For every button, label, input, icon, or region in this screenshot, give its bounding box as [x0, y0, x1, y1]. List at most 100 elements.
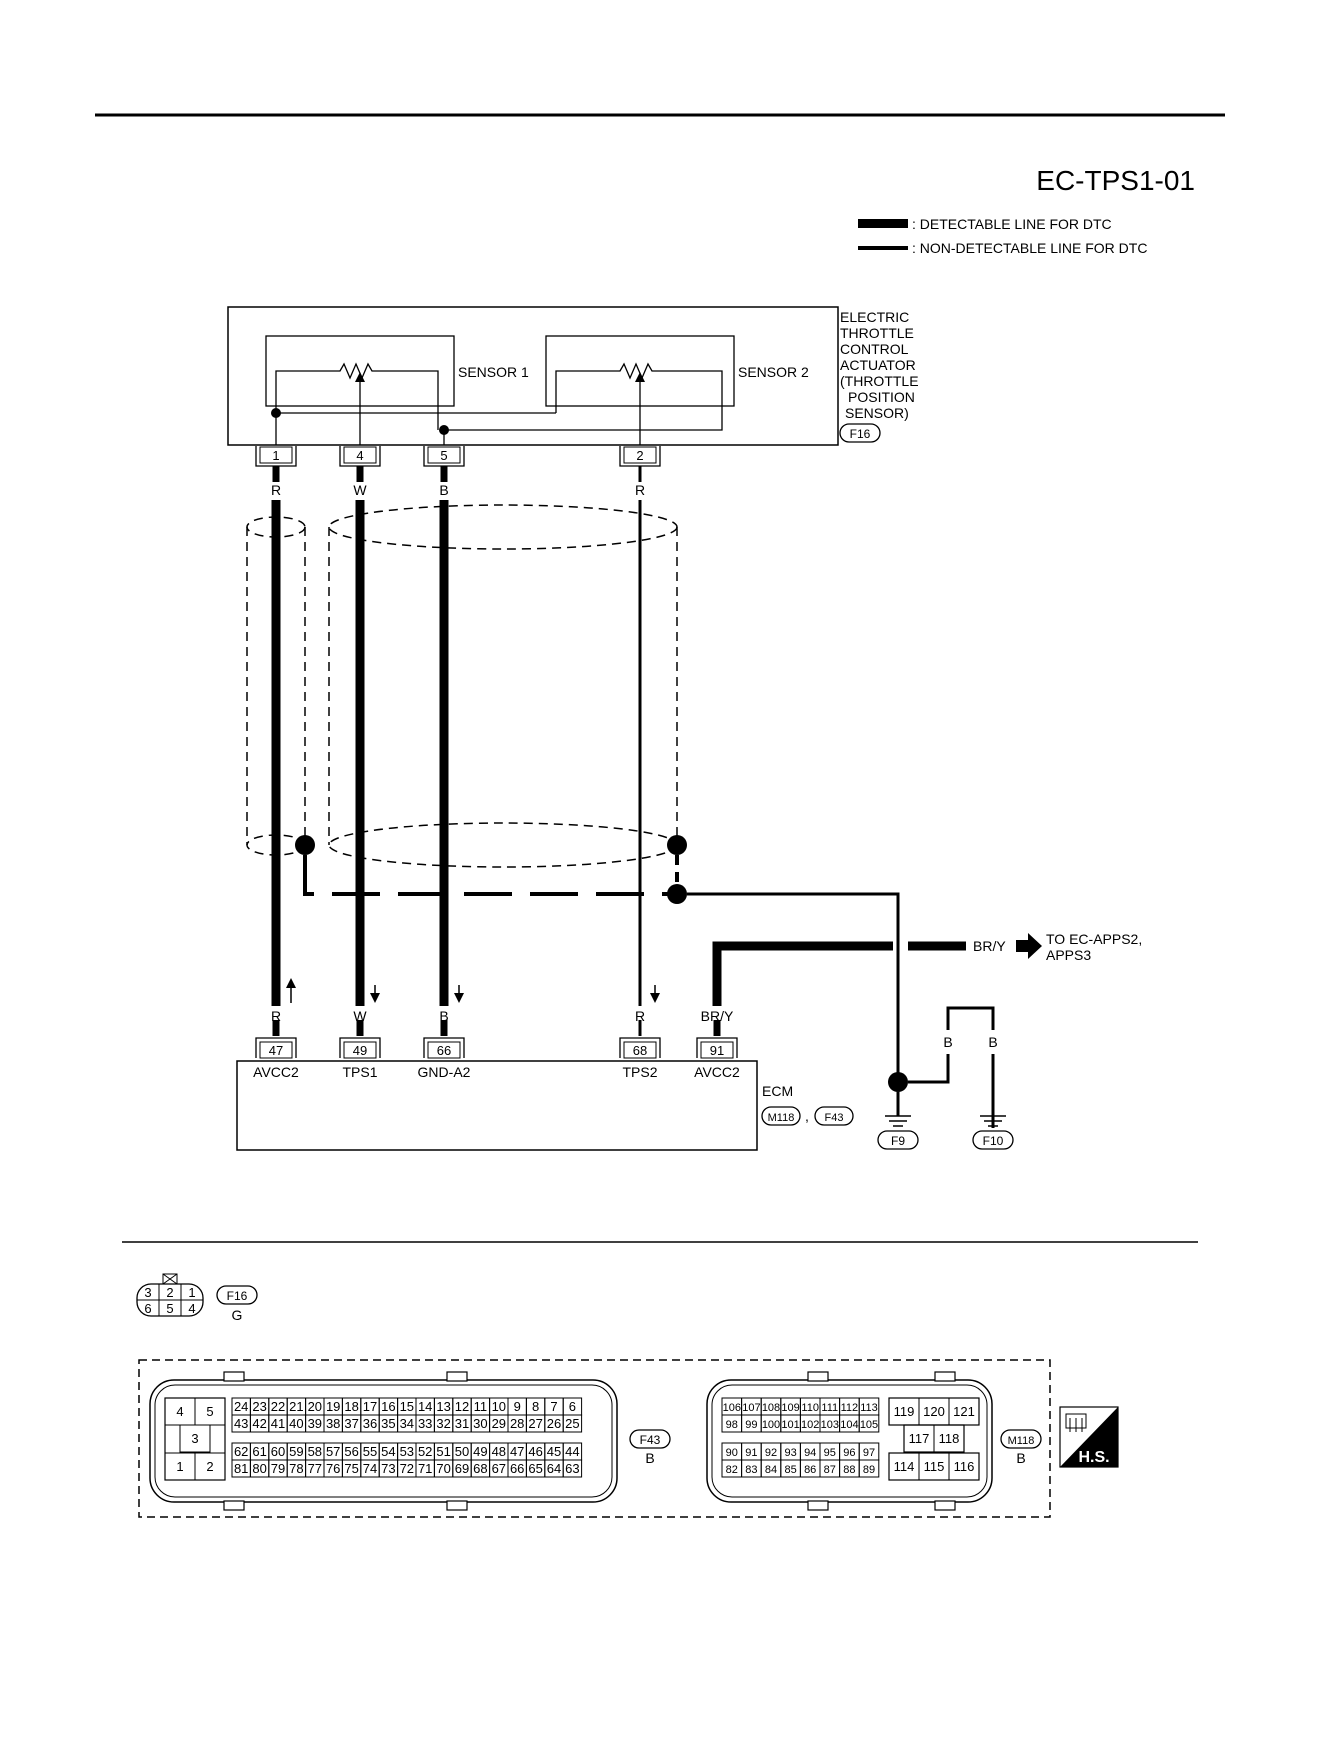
ground-f9-label: F9	[891, 1134, 905, 1148]
f43-pin-18: 18	[344, 1399, 358, 1414]
actuator-connector-id: F16	[850, 427, 871, 441]
f43-pin-69: 69	[455, 1461, 469, 1476]
m118-block-bot	[888, 1452, 980, 1481]
pin-box-5-inner	[427, 446, 461, 464]
f43-pin-4: 4	[176, 1404, 183, 1419]
f43-pin-53: 53	[400, 1444, 414, 1459]
f43-badge	[629, 1429, 671, 1449]
ecm-pin-91: 91	[710, 1043, 724, 1058]
f43-pin-12: 12	[455, 1399, 469, 1414]
m118-pin-87: 87	[824, 1464, 836, 1476]
m118-pin-116: 116	[954, 1459, 975, 1474]
m118-pin-85: 85	[784, 1464, 796, 1476]
f43-pin-65: 65	[528, 1461, 542, 1476]
f43-pin-62: 62	[234, 1444, 248, 1459]
m118-pin-89: 89	[863, 1464, 875, 1476]
m118-inner	[711, 1384, 988, 1498]
f43-pin-58: 58	[308, 1444, 322, 1459]
m118-pin-105: 105	[860, 1419, 878, 1431]
m118-pin-112: 112	[841, 1402, 859, 1414]
f43-pin-16: 16	[381, 1399, 395, 1414]
f43-pin-60: 60	[271, 1444, 285, 1459]
ecm-pin-name-2: GND-A2	[418, 1064, 471, 1080]
f43-pin-34: 34	[400, 1416, 414, 1431]
hs-badge-text: H.S.	[1078, 1449, 1109, 1466]
f43-pin-64: 64	[547, 1461, 561, 1476]
ecm-pin-box-91	[696, 1037, 738, 1058]
pin-4: 4	[356, 448, 363, 463]
sensor1-label: SENSOR 1	[458, 364, 529, 380]
actuator-connector-badge	[839, 423, 881, 443]
wires	[271, 466, 721, 1036]
actuator-label-2: CONTROL	[840, 341, 909, 357]
f43-pin-75: 75	[344, 1461, 358, 1476]
f43-pin-73: 73	[381, 1461, 395, 1476]
actuator-label-6: SENSOR)	[845, 405, 909, 421]
m118-tab-d	[934, 1500, 956, 1511]
actuator-label-3: ACTUATOR	[840, 357, 916, 373]
m118-tab-a	[807, 1371, 829, 1382]
f43-pin-32: 32	[436, 1416, 450, 1431]
ground-f9-badge	[877, 1130, 919, 1150]
f43-pin-44: 44	[565, 1444, 579, 1459]
shield-drain-to-ground	[687, 892, 900, 1082]
wire-color-top-1: R	[271, 482, 281, 498]
m118-pin-111: 111	[821, 1402, 838, 1414]
ecm-connector-1: M118	[768, 1112, 795, 1124]
ecm-pin-name-1: TPS1	[342, 1064, 377, 1080]
m118-pin-119: 119	[894, 1404, 915, 1419]
f43-cell	[562, 1414, 583, 1433]
ecm-pin-66: 66	[437, 1043, 451, 1058]
f43-pin-45: 45	[547, 1444, 561, 1459]
throttle-actuator: ELECTRIC THROTTLE CONTROL ACTUATOR (THRO…	[227, 306, 919, 446]
f43-pin-77: 77	[308, 1461, 322, 1476]
f43-pin-33: 33	[418, 1416, 432, 1431]
f43-cell	[562, 1459, 583, 1478]
m118-pin-106: 106	[723, 1402, 741, 1414]
m118-label: M118	[1008, 1435, 1035, 1447]
f43-tab-d	[446, 1500, 468, 1511]
wire-color-bot-5: BR/Y	[701, 1008, 734, 1024]
f43-pin-19: 19	[326, 1399, 340, 1414]
arrow-down-icon-3	[650, 993, 660, 1003]
f16-face-badge	[216, 1285, 258, 1305]
ecm-pin-47: 47	[269, 1043, 283, 1058]
pin-5: 5	[440, 448, 447, 463]
m118-pin-92: 92	[765, 1447, 777, 1459]
ground-label-gap-a	[943, 1030, 955, 1054]
ecm-connector-badge-1	[761, 1106, 801, 1126]
m118-pin-104: 104	[840, 1419, 858, 1431]
f43-pin-36: 36	[363, 1416, 377, 1431]
f43-pin-26: 26	[547, 1416, 561, 1431]
shield-right	[328, 504, 678, 868]
wire-color-top-2: W	[353, 482, 367, 498]
f43-pin-43: 43	[234, 1416, 248, 1431]
wire-color-top-3: B	[439, 482, 448, 498]
ecm-pin-box-68-inner	[623, 1041, 657, 1059]
f43-pin-40: 40	[289, 1416, 303, 1431]
f43-pin-28: 28	[510, 1416, 524, 1431]
legend-thick-line	[858, 219, 908, 228]
f43-pin-41: 41	[271, 1416, 285, 1431]
ground-f10-label: F10	[983, 1134, 1004, 1148]
junction-dot-pin1	[271, 408, 281, 418]
f16-pin-6: 6	[144, 1301, 151, 1316]
f43-pin-46: 46	[528, 1444, 542, 1459]
actuator-box	[227, 306, 839, 446]
m118-pin-84: 84	[765, 1464, 777, 1476]
f43-pin-47: 47	[510, 1444, 524, 1459]
actuator-label-1: THROTTLE	[840, 325, 914, 341]
f43-pin-15: 15	[400, 1399, 414, 1414]
f16-pin-2: 2	[166, 1285, 173, 1300]
f43-tab-a	[223, 1371, 245, 1382]
f43-pin-3: 3	[191, 1431, 198, 1446]
f43-pin-81: 81	[234, 1461, 248, 1476]
ecm-pin-box-47	[255, 1037, 297, 1058]
f43-pin-30: 30	[473, 1416, 487, 1431]
m118-pin-110: 110	[801, 1402, 819, 1414]
hs-badge-fill	[1060, 1407, 1118, 1467]
legend-thin-line	[858, 246, 908, 250]
f43-pin-52: 52	[418, 1444, 432, 1459]
f43-pin-55: 55	[363, 1444, 377, 1459]
m118-badge	[1000, 1429, 1042, 1449]
